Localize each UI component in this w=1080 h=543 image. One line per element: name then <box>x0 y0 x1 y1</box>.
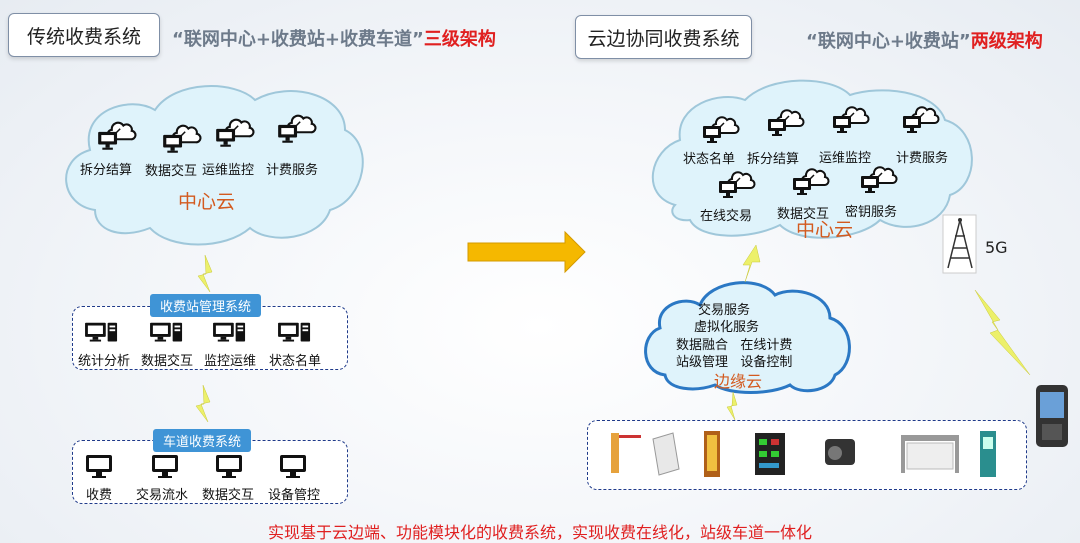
lane-icons <box>86 455 306 478</box>
edge-cloud-name: 边缘云 <box>714 372 763 391</box>
footer-summary: 实现基于云边端、功能模块化的收费系统，实现收费在线化，站级车道一体化 <box>267 523 812 542</box>
fee-display-icon <box>755 433 785 475</box>
bolt-center-edge <box>742 244 761 283</box>
right-system-title: 云边协同收费系统 <box>575 15 752 59</box>
computer-icon <box>213 322 246 342</box>
right-cloud-item: 密钥服务 <box>845 205 898 220</box>
station-item: 统计分析 <box>78 354 131 369</box>
left-cloud-item: 计费服务 <box>266 163 319 178</box>
monitor-icon <box>152 455 178 478</box>
left-cloud-item: 拆分结算 <box>80 163 133 178</box>
lane-item: 数据交互 <box>202 488 255 503</box>
station-item: 数据交互 <box>141 354 194 369</box>
left-headline-red: 三级架构 <box>423 29 496 50</box>
handheld-terminal-icon <box>1036 385 1068 447</box>
computer-icon <box>150 322 183 342</box>
station-item: 监控运维 <box>204 354 257 369</box>
station-group-header: 收费站管理系统 <box>150 294 262 317</box>
tower-5g-icon <box>942 214 977 274</box>
left-headline: “联网中心+收费站+收费车道”三级架构 <box>172 25 496 51</box>
right-headline-quote: “联网中心+收费站” <box>806 31 971 52</box>
right-center-cloud-name: 中心云 <box>796 219 854 241</box>
camera-icon <box>825 439 855 465</box>
self-service-kiosk-icon <box>980 431 996 477</box>
edge-cloud-line: 站级管理 设备控制 <box>676 355 793 370</box>
monitor-icon <box>86 455 112 478</box>
device-icons <box>611 431 996 477</box>
monitor-icon <box>280 455 306 478</box>
right-cloud-item: 计费服务 <box>896 151 949 166</box>
lane-item: 设备管控 <box>268 488 321 503</box>
lane-signal-icon <box>704 431 720 477</box>
bolt-station-lane <box>195 384 211 423</box>
lane-group-header: 车道收费系统 <box>153 429 252 452</box>
edge-cloud <box>644 281 851 394</box>
barrier-gate-icon <box>611 433 641 473</box>
edge-cloud-line: 数据融合 在线计费 <box>676 338 793 353</box>
toll-gantry-icon <box>901 435 959 473</box>
right-cloud-item: 拆分结算 <box>747 152 800 167</box>
lane-item: 交易流水 <box>136 488 189 503</box>
edge-cloud-line: 虚拟化服务 <box>694 320 760 335</box>
station-icons <box>85 322 311 342</box>
bolt-edge-devices <box>726 391 738 421</box>
right-cloud-item: 状态名单 <box>683 152 736 167</box>
lane-item: 收费 <box>86 488 113 503</box>
station-item: 状态名单 <box>269 354 322 369</box>
right-headline-red: 两级架构 <box>970 31 1043 52</box>
bolt-center-station <box>197 254 213 293</box>
left-system-title: 传统收费系统 <box>8 13 160 57</box>
monitor-icon <box>216 455 242 478</box>
right-headline: “联网中心+收费站”两级架构 <box>806 27 1043 53</box>
transition-arrow <box>467 230 586 274</box>
bolt-5g-phone <box>974 289 1031 376</box>
computer-icon <box>278 322 311 342</box>
left-headline-quote: “联网中心+收费站+收费车道” <box>172 29 424 50</box>
right-cloud-item: 数据交互 <box>777 207 830 222</box>
edge-cloud-line: 交易服务 <box>698 303 751 318</box>
right-cloud-item: 运维监控 <box>819 151 872 166</box>
left-cloud-item: 数据交互 <box>145 164 198 179</box>
right-cloud-item: 在线交易 <box>700 209 753 224</box>
computer-icon <box>85 322 118 342</box>
left-center-cloud-name: 中心云 <box>178 191 236 213</box>
card-reader-icon <box>652 432 680 476</box>
left-cloud-item: 运维监控 <box>202 163 255 178</box>
network-label: 5G <box>985 238 1008 257</box>
